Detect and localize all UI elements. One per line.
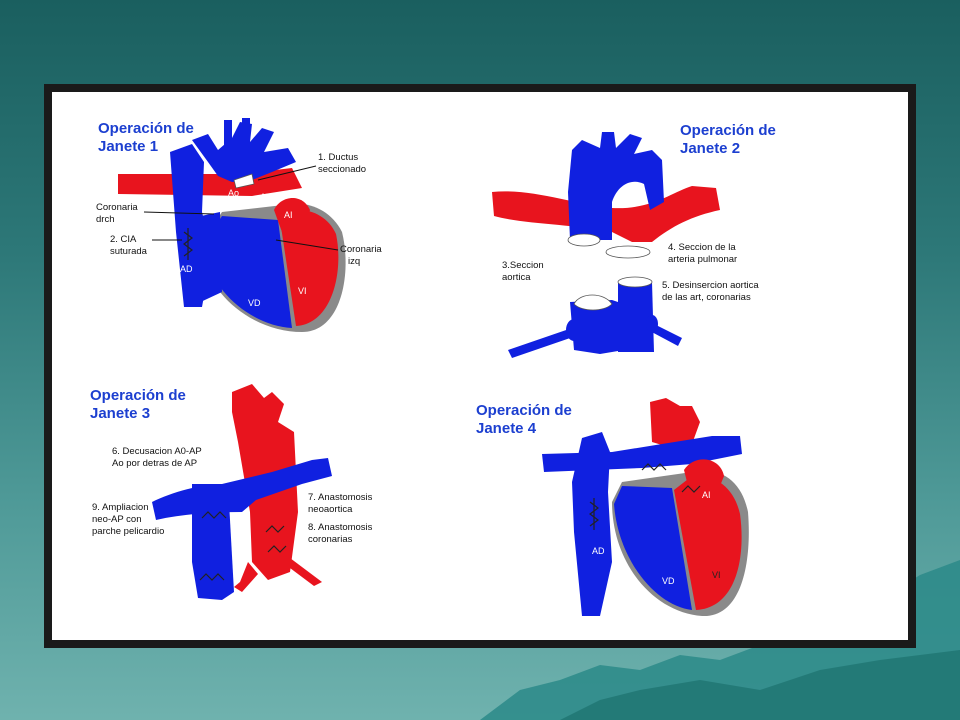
panel-janete-3: Operación de Janete 3 6. Decusacion A0-A… [90, 384, 373, 600]
panel1-coronaria-izq-1: Coronaria [340, 244, 382, 255]
panel1-coronaria-1: Coronaria [96, 202, 138, 213]
panel2-title-line1: Operación de [680, 122, 776, 139]
panel3-ampliacion-1: 9. Ampliacion [92, 502, 149, 513]
panel3-anastomosis-cor-2: coronarias [308, 534, 353, 545]
panel3-ampliacion-3: parche pelicardio [92, 526, 164, 537]
panel1-ductus-2: seccionado [318, 164, 366, 175]
panel4-label-ad: AD [592, 546, 605, 556]
panel3-anastomosis-neo-1: 7. Anastomosis [308, 492, 373, 503]
panel3-anastomosis-neo-2: neoaortica [308, 504, 353, 515]
panel1-cia-2: suturada [110, 246, 148, 257]
panel2-desinsercion-1: 5. Desinsercion aortica [662, 280, 759, 291]
panel1-label-ao: Ao [228, 188, 239, 198]
panel1-coronaria-izq-2: izq [348, 256, 360, 267]
panel-janete-1: Operación de Janete 1 Ao AP AI AD VD VI … [96, 118, 382, 332]
panel2-desinsercion-2: de las art, coronarias [662, 292, 751, 303]
panel1-cia-1: 2. CIA [110, 234, 137, 245]
panel4-label-ai: AI [702, 490, 711, 500]
panel4-label-vi: VI [712, 570, 721, 580]
panel1-title-line1: Operación de [98, 120, 194, 137]
panel2-seccion-ap-1: 4. Seccion de la [668, 242, 736, 253]
panel3-title-line1: Operación de [90, 387, 186, 404]
panel-janete-2: Operación de Janete 2 4. Seccion de la a… [492, 122, 776, 358]
panel3-ampliacion-2: neo-AP con [92, 514, 141, 525]
panel1-label-ap: AP [260, 192, 272, 202]
panel1-label-vi: VI [298, 286, 307, 296]
panel4-title-line1: Operación de [476, 402, 572, 419]
panel2-title-line2: Janete 2 [680, 140, 740, 157]
panel1-title-line2: Janete 1 [98, 138, 158, 155]
panel2-seccion-ap-2: arteria pulmonar [668, 254, 737, 265]
panel3-title-line2: Janete 3 [90, 405, 150, 422]
panel3-anastomosis-cor-1: 8. Anastomosis [308, 522, 373, 533]
jatene-diagram: Operación de Janete 1 Ao AP AI AD VD VI … [90, 118, 776, 617]
panel1-label-ad: AD [180, 264, 193, 274]
panel1-coronaria-2: drch [96, 214, 114, 225]
panel3-decusacion-1: 6. Decusacion A0-AP [112, 446, 202, 457]
panel-janete-4: Operación de Janete 4 AI AD VD VI [476, 398, 749, 617]
panel4-title-line2: Janete 4 [476, 420, 537, 437]
panel2-seccion-ao-1: 3.Seccion [502, 260, 544, 271]
panel2-seccion-ao-2: aortica [502, 272, 531, 283]
diagram-canvas: Operación de Janete 1 Ao AP AI AD VD VI … [52, 92, 908, 640]
panel1-label-vd: VD [248, 298, 261, 308]
panel1-ductus-1: 1. Ductus [318, 152, 358, 163]
panel3-decusacion-2: Ao por detras de AP [112, 458, 197, 469]
panel1-label-ai: AI [284, 210, 293, 220]
panel4-label-vd: VD [662, 576, 675, 586]
